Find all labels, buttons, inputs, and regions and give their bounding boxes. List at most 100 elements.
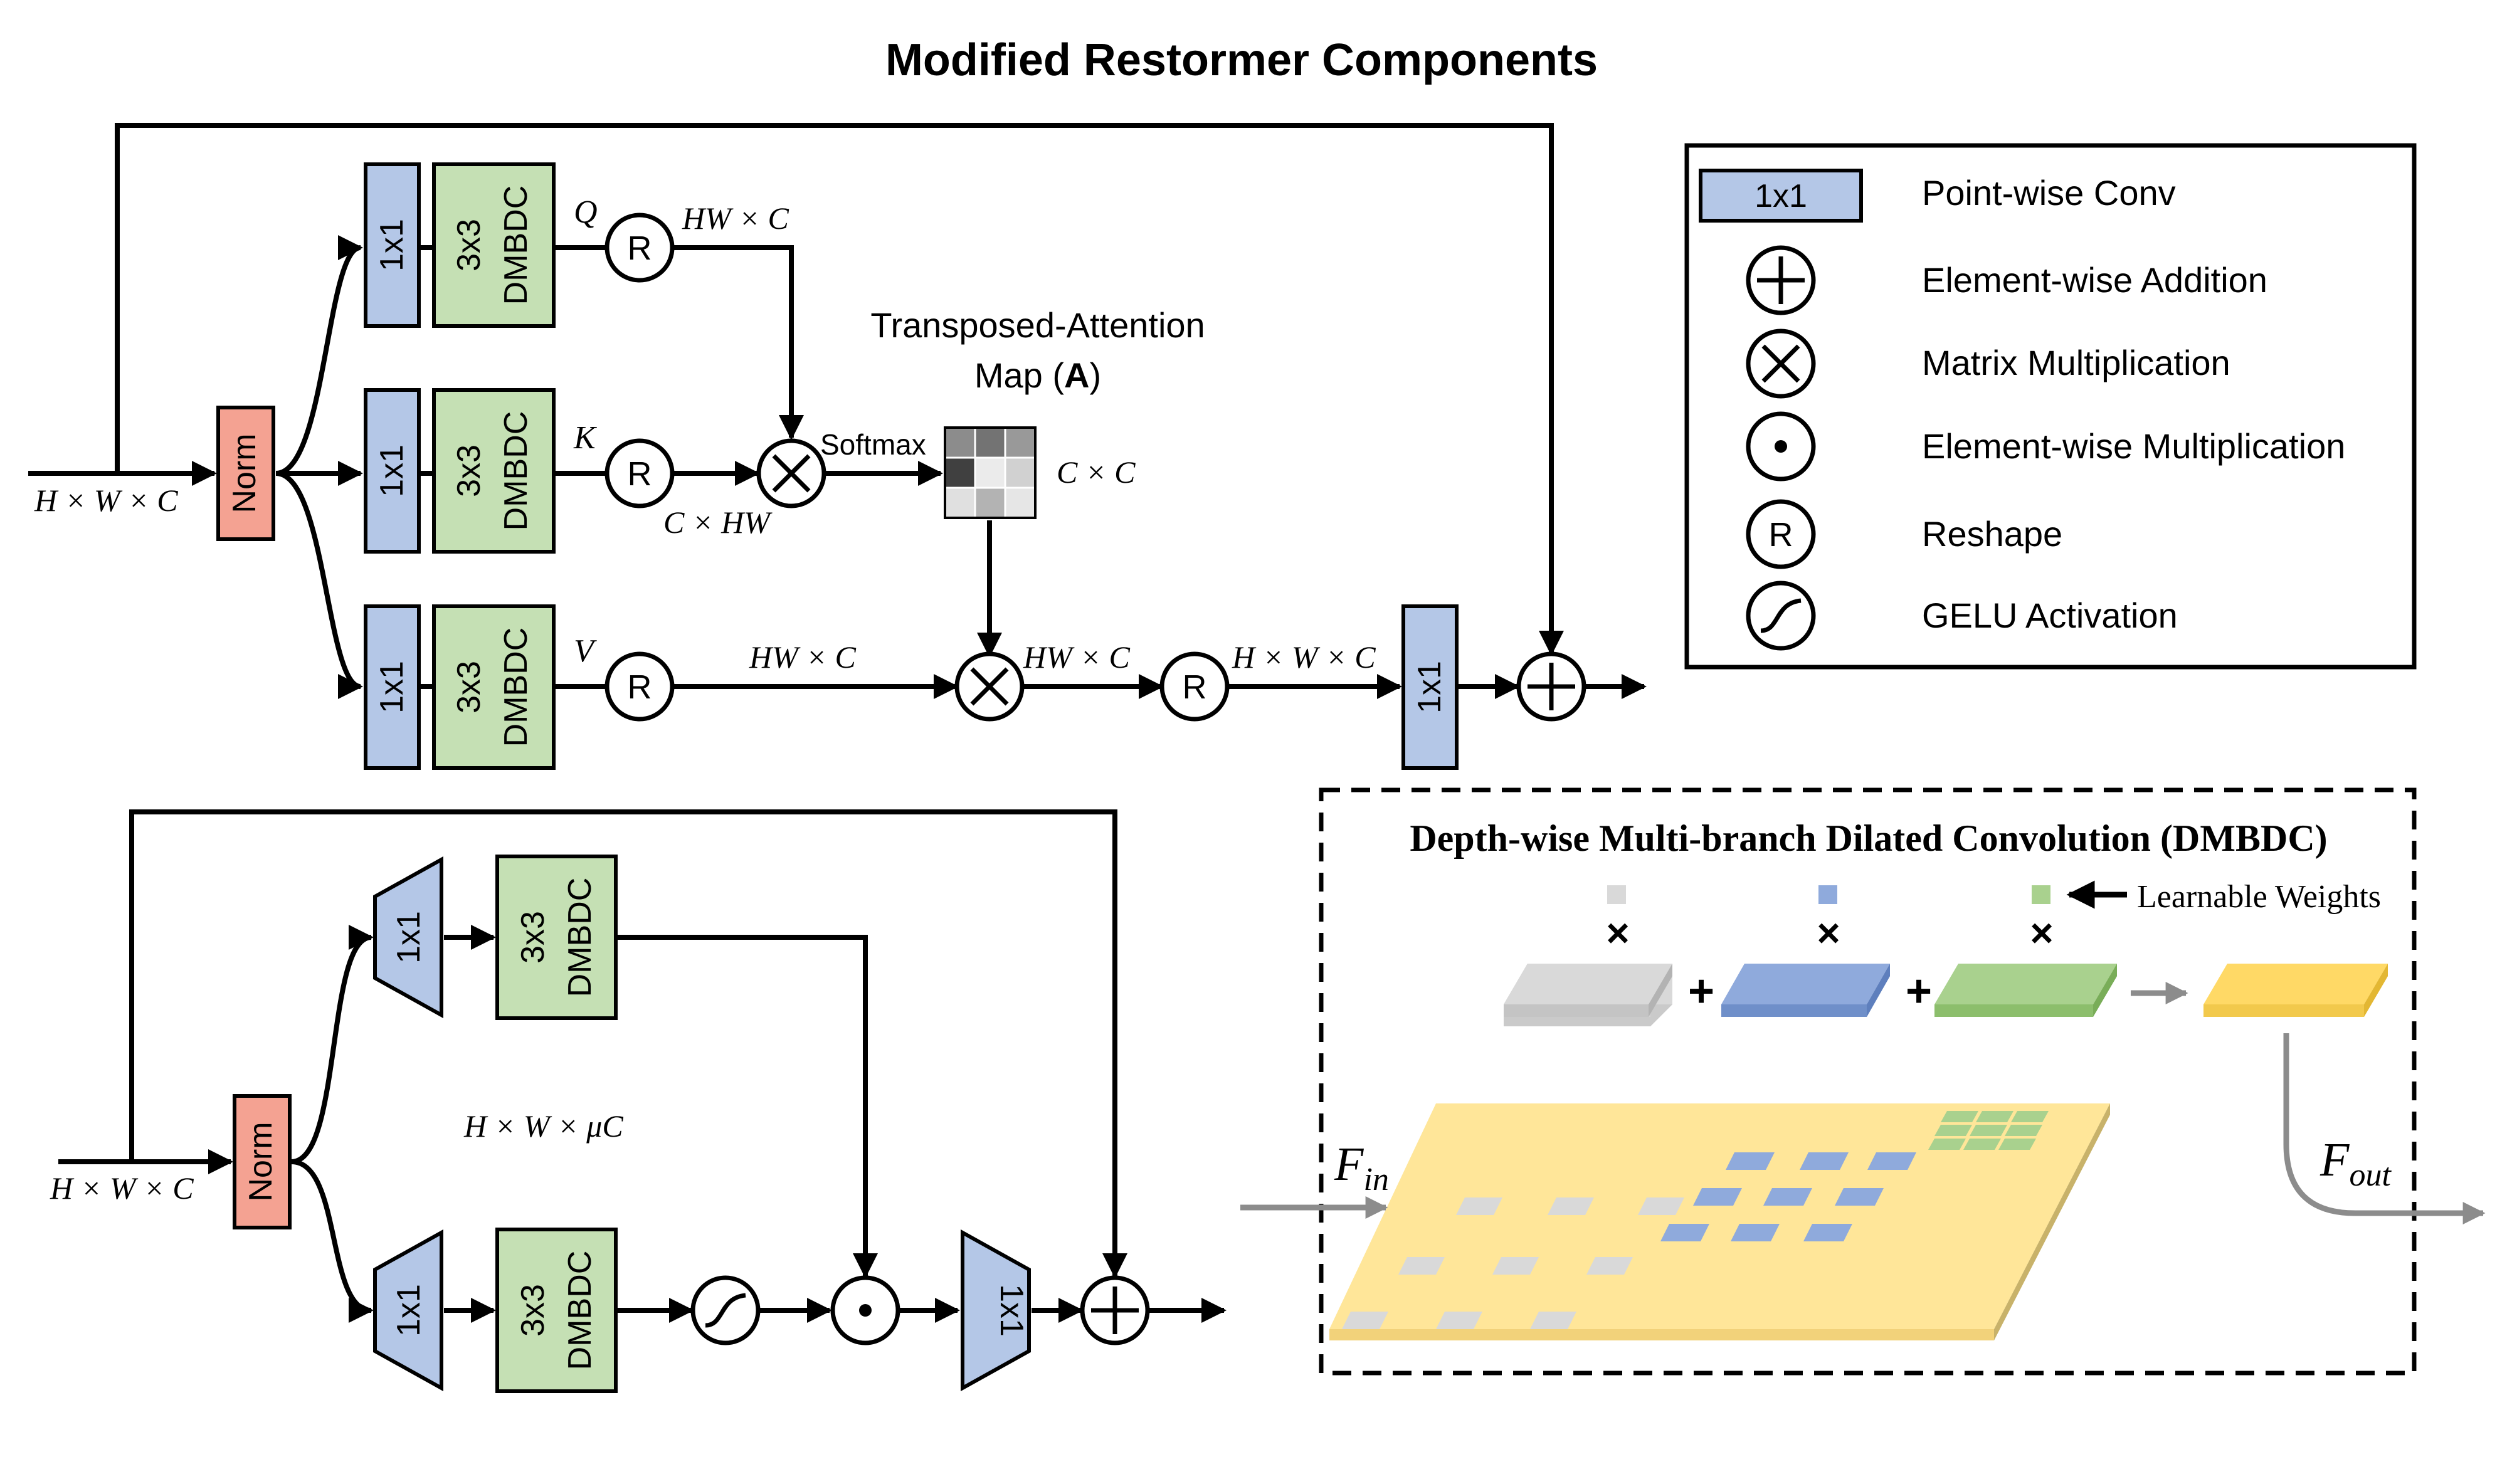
q-dim: HW × C bbox=[682, 201, 789, 236]
attention-map-cell bbox=[944, 426, 976, 459]
gray-tile bbox=[1342, 1312, 1388, 1329]
blue-tile bbox=[1763, 1188, 1812, 1206]
svg-text:3x3: 3x3 bbox=[451, 219, 487, 271]
matmul-qk-icon bbox=[756, 438, 826, 508]
learnable-weights-label: Learnable Weights bbox=[2137, 879, 2381, 915]
reshape-q-icon: R bbox=[604, 213, 675, 283]
svg-text:1x1: 1x1 bbox=[391, 911, 427, 964]
svg-text:3x3: 3x3 bbox=[515, 911, 551, 964]
svg-text:1x1: 1x1 bbox=[993, 1284, 1030, 1337]
green-tile bbox=[1963, 1139, 2001, 1150]
attention-k-dmbdc: 3x3 DMBDC bbox=[432, 388, 556, 554]
ffn-gelu-icon bbox=[690, 1275, 761, 1345]
attention-map-cell bbox=[944, 456, 976, 489]
ffn-block bbox=[58, 809, 1227, 1323]
attention-norm: Norm bbox=[216, 406, 275, 541]
plus-sign-2: + bbox=[1906, 966, 1932, 1016]
legend-label-gelu: GELU Activation bbox=[1922, 596, 2178, 635]
gray-tile bbox=[1456, 1197, 1502, 1215]
ffn-upper-dmbdc: 3x3 DMBDC bbox=[495, 855, 618, 1020]
ffn-hidden-dim: H × W × μC bbox=[463, 1108, 623, 1144]
svg-text:R: R bbox=[628, 668, 652, 706]
plus-icon bbox=[1746, 245, 1816, 315]
ffn-lower-conv1x1: 1x1 bbox=[373, 1229, 443, 1392]
blue-branch-slab bbox=[1721, 964, 1890, 1017]
attention-map-frame bbox=[944, 426, 1037, 519]
svg-text:R: R bbox=[628, 455, 652, 493]
attention-k-conv1x1: 1x1 bbox=[364, 388, 421, 554]
attention-map-cell bbox=[1004, 456, 1037, 489]
attention-block bbox=[28, 123, 1647, 699]
map-dim: C × C bbox=[1057, 455, 1136, 490]
attention-q-conv1x1: 1x1 bbox=[364, 162, 421, 328]
dot-icon bbox=[1746, 411, 1816, 482]
legend-pointwise-symbol: 1x1 bbox=[1699, 169, 1863, 223]
svg-text:1x1: 1x1 bbox=[374, 445, 410, 497]
svg-text:DMBDC: DMBDC bbox=[562, 878, 598, 997]
map-title-line2: Map (A) bbox=[974, 355, 1101, 395]
svg-text:DMBDC: DMBDC bbox=[498, 186, 534, 305]
times-green: × bbox=[2030, 910, 2053, 955]
green-tile bbox=[1976, 1111, 2013, 1122]
reshape-k-icon: R bbox=[604, 438, 675, 508]
attention-add-icon bbox=[1516, 651, 1586, 722]
svg-text:Norm: Norm bbox=[243, 1122, 279, 1201]
svg-text:DMBDC: DMBDC bbox=[498, 628, 534, 747]
gray-branch-top bbox=[1504, 964, 1672, 1004]
attention-map-cell bbox=[974, 487, 1006, 519]
svg-text:3x3: 3x3 bbox=[515, 1284, 551, 1337]
blue-weight-square bbox=[1818, 885, 1837, 904]
legend-label-matmul: Matrix Multiplication bbox=[1922, 343, 2230, 382]
svg-text:R: R bbox=[1769, 516, 1793, 554]
blue-tile bbox=[1835, 1188, 1884, 1206]
mult-out-dim: HW × C bbox=[1023, 639, 1130, 675]
blue-tile bbox=[1867, 1152, 1916, 1170]
gray-branch-side bbox=[1649, 964, 1672, 1017]
svg-text:1x1: 1x1 bbox=[1755, 178, 1807, 214]
green-tile bbox=[1928, 1139, 1966, 1150]
f-out-arrow bbox=[2283, 1033, 2486, 1224]
gray-tile bbox=[1530, 1312, 1576, 1329]
attention-map-cell bbox=[974, 456, 1006, 489]
svg-text:R: R bbox=[1183, 668, 1207, 706]
blue-tile bbox=[1803, 1224, 1852, 1241]
green-tile bbox=[1970, 1125, 2007, 1136]
svg-text:DMBDC: DMBDC bbox=[498, 411, 534, 531]
legend: 1x1 R Point-wise Conv Element bbox=[1684, 143, 2417, 670]
svg-text:R: R bbox=[628, 229, 652, 267]
gray-tile bbox=[1638, 1197, 1684, 1215]
attention-map-cell bbox=[1004, 487, 1037, 519]
attention-input-dim: H × W × C bbox=[34, 483, 178, 518]
attention-out-conv1x1: 1x1 bbox=[1401, 604, 1459, 770]
reshape-v-icon: R bbox=[604, 651, 675, 722]
svg-text:1x1: 1x1 bbox=[374, 219, 410, 271]
gray-weight-square bbox=[1607, 885, 1626, 904]
v-dim: HW × C bbox=[749, 639, 856, 675]
ffn-add-icon bbox=[1080, 1275, 1150, 1345]
gray-tile bbox=[1436, 1312, 1482, 1329]
page-title: Modified Restormer Components bbox=[885, 35, 1598, 85]
reshape-icon: R bbox=[1746, 499, 1816, 569]
blue-tile bbox=[1693, 1188, 1742, 1206]
matmul-av-icon bbox=[954, 651, 1025, 722]
legend-label-addition: Element-wise Addition bbox=[1922, 260, 2267, 300]
svg-text:1x1: 1x1 bbox=[391, 1284, 427, 1337]
f-in-label: Fin bbox=[1334, 1138, 1389, 1197]
green-tile bbox=[2011, 1111, 2049, 1122]
gray-tile bbox=[1586, 1257, 1633, 1275]
legend-label-reshape: Reshape bbox=[1922, 514, 2062, 554]
legend-label-pointwise: Point-wise Conv bbox=[1922, 173, 2176, 213]
k-label: K bbox=[573, 420, 597, 456]
ffn-out-conv1x1: 1x1 bbox=[961, 1229, 1031, 1392]
plane-tiles bbox=[1342, 1111, 2049, 1329]
gray-branch-front bbox=[1504, 1004, 1649, 1017]
q-label: Q bbox=[574, 194, 598, 230]
result-slab bbox=[2203, 964, 2388, 1017]
v-label: V bbox=[574, 633, 597, 669]
attention-v-conv1x1: 1x1 bbox=[364, 604, 421, 770]
ffn-input-dim: H × W × C bbox=[50, 1171, 194, 1206]
reshape-out-dim: H × W × C bbox=[1232, 639, 1376, 675]
times-gray: × bbox=[1606, 910, 1629, 955]
gray-tile bbox=[1492, 1257, 1539, 1275]
